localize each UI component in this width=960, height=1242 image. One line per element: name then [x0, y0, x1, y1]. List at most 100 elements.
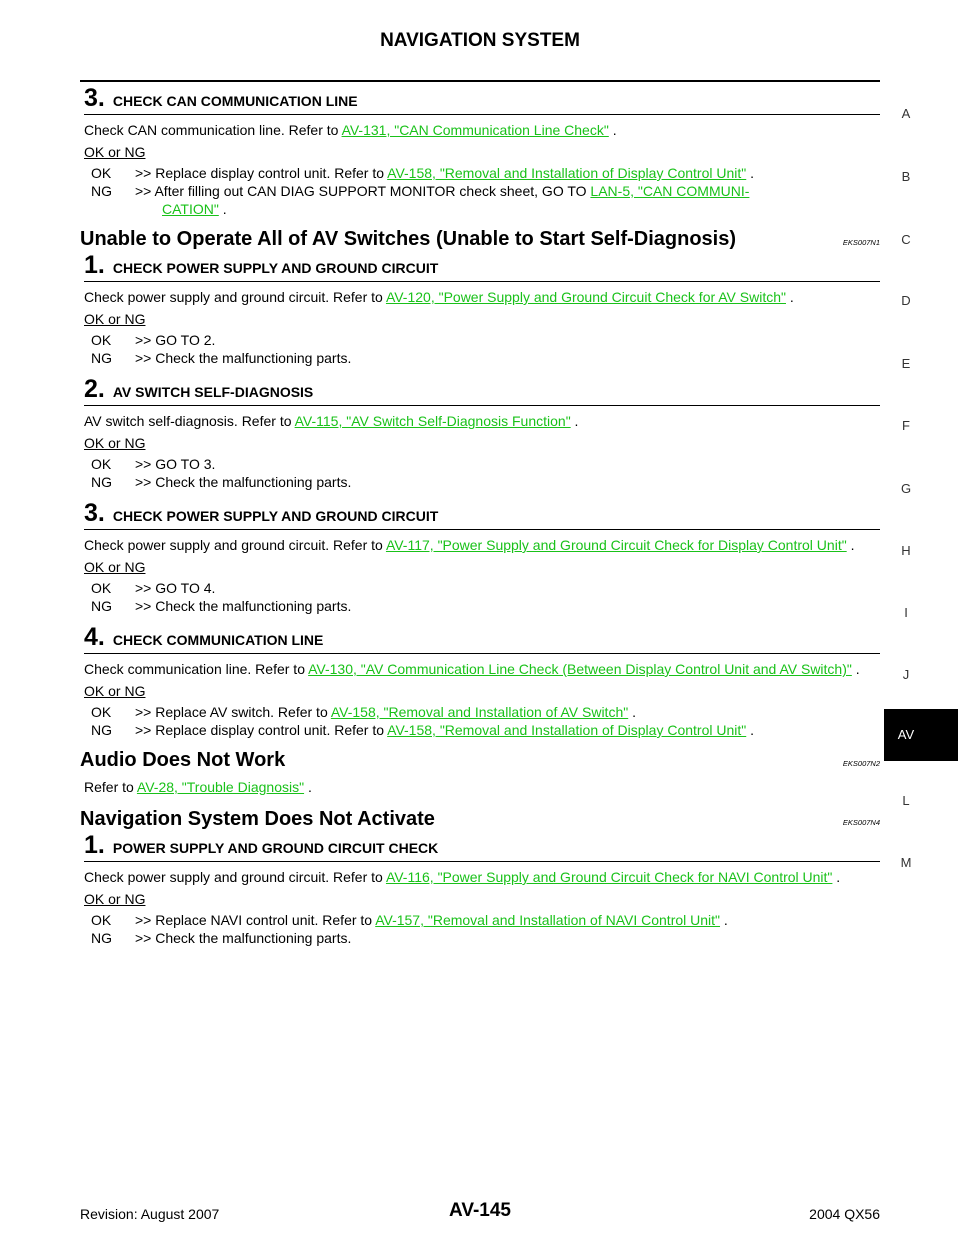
ng-result: NG>> Check the malfunctioning parts.	[91, 473, 880, 491]
step-title: CHECK POWER SUPPLY AND GROUND CIRCUIT	[112, 508, 439, 524]
instruction-tail: .	[851, 661, 860, 677]
section-instruction: Refer to AV-28, "Trouble Diagnosis" .	[84, 778, 880, 796]
reference-link[interactable]: AV-115, "AV Switch Self-Diagnosis Functi…	[294, 413, 571, 429]
section-code: EKS007N2	[842, 759, 880, 768]
index-letter-a[interactable]: A	[901, 106, 911, 121]
reference-link[interactable]: AV-120, "Power Supply and Ground Circuit…	[385, 289, 786, 305]
result-text: >> GO TO 2.	[135, 332, 216, 348]
instruction-tail: .	[608, 122, 617, 138]
ok-ng-label: OK or NG	[84, 311, 146, 327]
result-key: NG	[91, 474, 112, 490]
instruction-tail: .	[846, 537, 855, 553]
ok-result: OK>> Replace NAVI control unit. Refer to…	[91, 911, 880, 929]
step-instruction: Check power supply and ground circuit. R…	[84, 536, 880, 554]
result-text: >> Replace NAVI control unit. Refer to	[135, 912, 376, 928]
step-instruction: Check power supply and ground circuit. R…	[84, 868, 880, 886]
step-header: 1. POWER SUPPLY AND GROUND CIRCUIT CHECK	[84, 833, 880, 862]
result-text: >> Replace AV switch. Refer to	[135, 704, 331, 720]
step-number: 1.	[84, 831, 105, 859]
step-instruction: Check communication line. Refer to AV-13…	[84, 660, 880, 678]
index-letter-m[interactable]: M	[900, 855, 912, 870]
index-tab-active[interactable]: AV	[884, 709, 958, 761]
result-text: >> Replace display control unit. Refer t…	[135, 165, 388, 181]
result-text: >> GO TO 3.	[135, 456, 216, 472]
result-key: OK	[91, 704, 112, 720]
step-1: 1. POWER SUPPLY AND GROUND CIRCUIT CHECK…	[84, 833, 880, 947]
step-number: 3.	[84, 499, 105, 527]
page-number: AV-145	[449, 1200, 511, 1221]
reference-link[interactable]: AV-131, "CAN Communication Line Check"	[341, 122, 609, 138]
result-text: >> After filling out CAN DIAG SUPPORT MO…	[135, 183, 591, 199]
reference-link[interactable]: AV-158, "Removal and Installation of AV …	[330, 704, 629, 720]
header-rule	[80, 80, 880, 82]
instruction-text: Refer to	[84, 779, 137, 795]
ok-ng-label: OK or NG	[84, 435, 146, 451]
reference-link[interactable]: AV-117, "Power Supply and Ground Circuit…	[385, 537, 847, 553]
step-instruction: AV switch self-diagnosis. Refer to AV-11…	[84, 412, 880, 430]
result-key: NG	[91, 598, 112, 614]
instruction-text: Check power supply and ground circuit. R…	[84, 289, 386, 305]
index-letter-j[interactable]: J	[902, 667, 910, 682]
step-instruction: Check CAN communication line. Refer to A…	[84, 121, 880, 139]
step-3: 3. CHECK POWER SUPPLY AND GROUND CIRCUIT…	[84, 501, 880, 615]
step-header: 4. CHECK COMMUNICATION LINE	[84, 625, 880, 654]
step-2: 2. AV SWITCH SELF-DIAGNOSIS AV switch se…	[84, 377, 880, 491]
result-key: OK	[91, 165, 112, 181]
index-letter-b[interactable]: B	[901, 169, 911, 184]
instruction-tail: .	[786, 289, 794, 305]
index-letter-g[interactable]: G	[900, 481, 912, 496]
step-4: 4. CHECK COMMUNICATION LINE Check commun…	[84, 625, 880, 739]
ng-result: NG>> After filling out CAN DIAG SUPPORT …	[91, 182, 880, 218]
reference-link[interactable]: LAN-5, "CAN COMMUNI-	[590, 183, 750, 199]
reference-link[interactable]: AV-28, "Trouble Diagnosis"	[136, 779, 305, 795]
result-tail: .	[746, 165, 755, 181]
result-tail: .	[720, 912, 728, 928]
section-code: EKS007N1	[842, 238, 880, 247]
index-letter-e[interactable]: E	[901, 356, 911, 371]
instruction-text: Check power supply and ground circuit. R…	[84, 869, 386, 885]
index-letter-d[interactable]: D	[901, 293, 911, 308]
step-instruction: Check power supply and ground circuit. R…	[84, 288, 880, 306]
ok-result: OK >> GO TO 4.	[91, 579, 880, 597]
ok-result: OK>> GO TO 2.	[91, 331, 880, 349]
instruction-text: Check CAN communication line. Refer to	[84, 122, 342, 138]
reference-link[interactable]: AV-157, "Removal and Installation of NAV…	[375, 912, 721, 928]
ok-ng-label: OK or NG	[84, 683, 146, 699]
step-title: AV SWITCH SELF-DIAGNOSIS	[112, 384, 314, 400]
step-header: 2. AV SWITCH SELF-DIAGNOSIS	[84, 377, 880, 406]
index-letter-c[interactable]: C	[901, 232, 911, 247]
content: 3. CHECK CAN COMMUNICATION LINE Check CA…	[80, 84, 880, 947]
result-text: >> GO TO 4.	[135, 580, 216, 596]
result-tail: .	[218, 201, 227, 217]
index-letter-h[interactable]: H	[901, 543, 911, 558]
index-letter-l[interactable]: L	[902, 793, 910, 808]
ok-result: OK>> GO TO 3.	[91, 455, 880, 473]
instruction-text: Check power supply and ground circuit. R…	[84, 537, 386, 553]
step-number: 3.	[84, 84, 105, 112]
reference-link-cont[interactable]: CATION"	[162, 201, 219, 217]
instruction-tail: .	[304, 779, 312, 795]
section-header: Audio Does Not Work EKS007N2	[80, 749, 880, 772]
ng-result: NG>> Check the malfunctioning parts.	[91, 929, 880, 947]
result-key: NG	[91, 350, 112, 366]
index-letter-i[interactable]: I	[904, 605, 908, 620]
page-title: NAVIGATION SYSTEM	[380, 30, 580, 51]
revision-date: Revision: August 2007	[80, 1206, 220, 1222]
section-title: Unable to Operate All of AV Switches (Un…	[80, 228, 737, 250]
ok-ng-label: OK or NG	[84, 891, 146, 907]
result-key: OK	[91, 580, 112, 596]
instruction-text: AV switch self-diagnosis. Refer to	[84, 413, 295, 429]
step-title: POWER SUPPLY AND GROUND CIRCUIT CHECK	[112, 840, 439, 856]
reference-link[interactable]: AV-116, "Power Supply and Ground Circuit…	[385, 869, 833, 885]
reference-link[interactable]: AV-130, "AV Communication Line Check (Be…	[308, 661, 852, 677]
section-code: EKS007N4	[842, 818, 880, 827]
ng-result: NG>> Check the malfunctioning parts.	[91, 597, 880, 615]
step-number: 1.	[84, 251, 105, 279]
reference-link[interactable]: AV-158, "Removal and Installation of Dis…	[387, 165, 747, 181]
section-header: Unable to Operate All of AV Switches (Un…	[80, 228, 880, 251]
result-tail: .	[628, 704, 636, 720]
ok-result: OK >> Replace display control unit. Refer…	[91, 164, 880, 182]
reference-link[interactable]: AV-158, "Removal and Installation of Dis…	[387, 722, 747, 738]
index-letter-f[interactable]: F	[902, 418, 910, 433]
step-header: 3. CHECK POWER SUPPLY AND GROUND CIRCUIT	[84, 501, 880, 530]
